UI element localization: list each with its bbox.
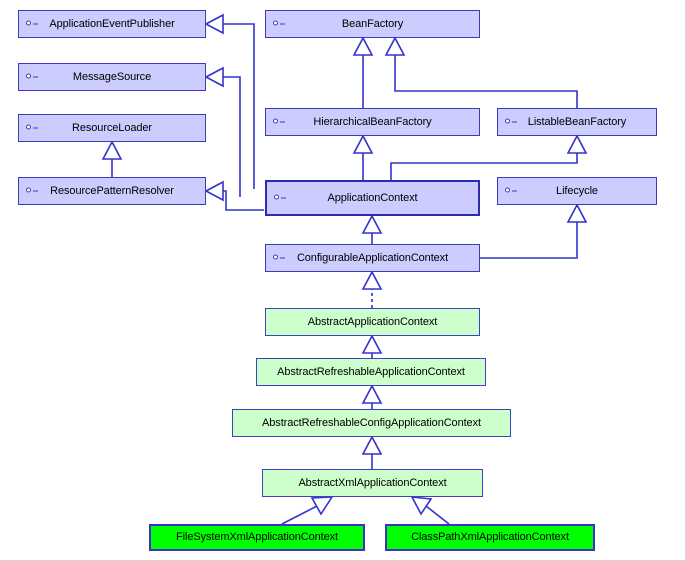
uml-node-label: HierarchicalBeanFactory — [313, 115, 432, 128]
uml-node-abstractrefreshableconfigapplicationcontext[interactable]: AbstractRefreshableConfigApplicationCont… — [232, 409, 511, 437]
uml-node-label: AbstractRefreshableConfigApplicationCont… — [262, 416, 481, 429]
uml-node-messagesource[interactable]: MessageSource — [18, 63, 206, 91]
uml-node-label: ConfigurableApplicationContext — [296, 251, 449, 264]
interface-lollipop-icon — [274, 194, 287, 202]
interface-lollipop-icon — [273, 254, 286, 262]
uml-node-abstractxmlapplicationcontext[interactable]: AbstractXmlApplicationContext — [262, 469, 483, 497]
interface-lollipop-icon — [505, 187, 518, 195]
uml-node-label: ListableBeanFactory — [527, 115, 627, 128]
uml-node-label: ApplicationEventPublisher — [49, 17, 175, 30]
interface-lollipop-icon — [505, 118, 518, 126]
uml-node-label: MessageSource — [72, 70, 152, 83]
uml-node-applicationcontext[interactable]: ApplicationContext — [265, 180, 480, 216]
uml-node-resourceloader[interactable]: ResourceLoader — [18, 114, 206, 142]
uml-node-filesystemxmlapplicationcontext[interactable]: FileSystemXmlApplicationContext — [149, 524, 365, 551]
uml-node-classpathxmlapplicationcontext[interactable]: ClassPathXmlApplicationContext — [385, 524, 595, 551]
interface-lollipop-icon — [26, 124, 39, 132]
uml-node-label: ClassPathXmlApplicationContext — [411, 531, 569, 543]
uml-node-label: ResourcePatternResolver — [50, 184, 174, 197]
interface-lollipop-icon — [26, 73, 39, 81]
uml-node-label: Lifecycle — [556, 184, 598, 197]
interface-lollipop-icon — [26, 187, 39, 195]
uml-node-label: ResourceLoader — [72, 121, 152, 134]
uml-node-applicationeventpublisher[interactable]: ApplicationEventPublisher — [18, 10, 206, 38]
uml-node-configurableapplicationcontext[interactable]: ConfigurableApplicationContext — [265, 244, 480, 272]
uml-node-label: ApplicationContext — [327, 191, 418, 204]
uml-node-label: FileSystemXmlApplicationContext — [176, 531, 338, 543]
uml-node-label: AbstractXmlApplicationContext — [298, 476, 447, 489]
uml-node-abstractapplicationcontext[interactable]: AbstractApplicationContext — [265, 308, 480, 336]
uml-node-abstractrefreshableapplicationcontext[interactable]: AbstractRefreshableApplicationContext — [256, 358, 486, 386]
uml-node-label: BeanFactory — [341, 17, 404, 30]
uml-node-beanfactory[interactable]: BeanFactory — [265, 10, 480, 38]
interface-lollipop-icon — [273, 118, 286, 126]
uml-node-label: AbstractApplicationContext — [307, 315, 438, 328]
uml-node-hierarchicalbeanfactory[interactable]: HierarchicalBeanFactory — [265, 108, 480, 136]
interface-lollipop-icon — [273, 20, 286, 28]
uml-node-label: AbstractRefreshableApplicationContext — [277, 365, 465, 378]
uml-node-listablebeanfactory[interactable]: ListableBeanFactory — [497, 108, 657, 136]
interface-lollipop-icon — [26, 20, 39, 28]
uml-node-lifecycle[interactable]: Lifecycle — [497, 177, 657, 205]
uml-node-resourcepatternresolver[interactable]: ResourcePatternResolver — [18, 177, 206, 205]
